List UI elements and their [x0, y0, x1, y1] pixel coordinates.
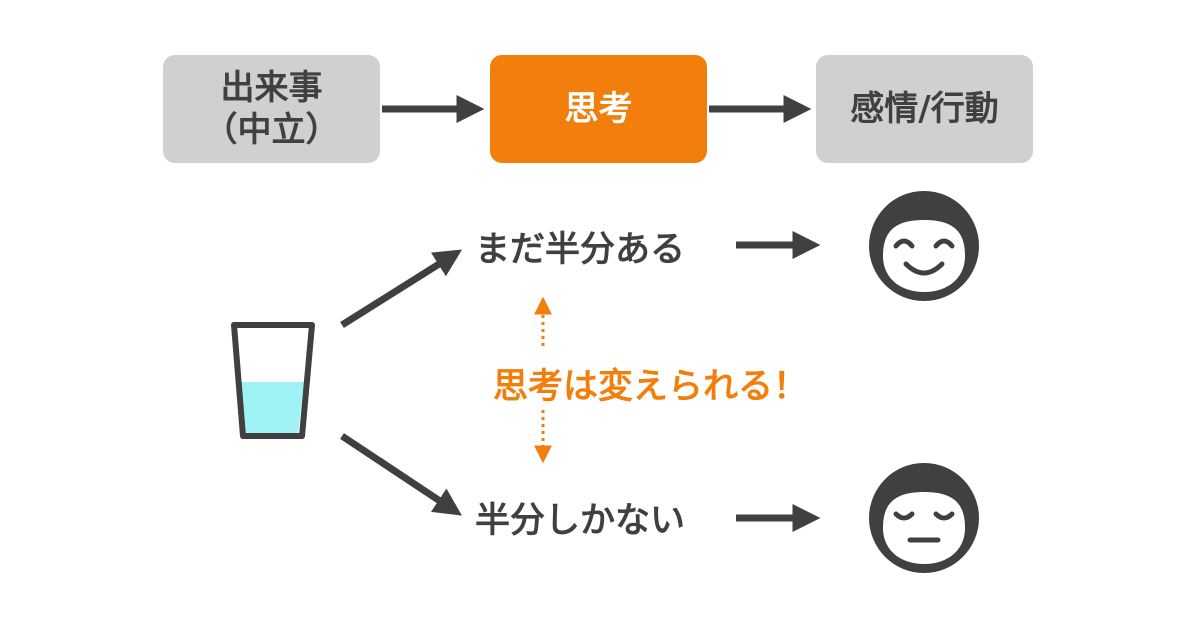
glass-to-pessimistic-arrow	[340, 433, 462, 516]
glass-to-optimistic-arrow	[340, 249, 463, 328]
downcast-face-icon	[869, 463, 979, 573]
thought-label: 思考	[564, 88, 633, 129]
emotion-action-label: 感情/行動	[850, 88, 999, 129]
pessimistic-thought-label: 半分しかない	[475, 501, 686, 541]
emotion-action-box: 感情/行動	[816, 55, 1033, 163]
smiling-face-icon	[869, 191, 979, 301]
thoughts-can-change-note: 思考は変えられる！	[493, 367, 809, 407]
half-full-glass-icon	[231, 322, 315, 439]
optimistic-thought-label: まだ半分ある	[475, 230, 686, 270]
event-neutral-box: 出来事 （中立）	[163, 55, 380, 163]
event-label: 出来事	[220, 67, 323, 108]
event-sublabel: （中立）	[203, 110, 340, 150]
thought-box: 思考	[490, 55, 707, 163]
